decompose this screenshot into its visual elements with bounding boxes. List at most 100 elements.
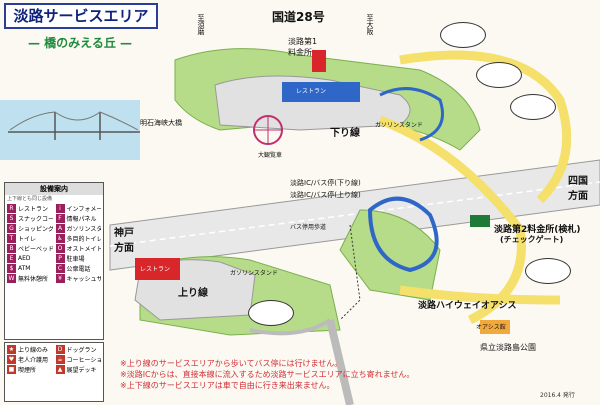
legend-item: Aガソリンスタンド: [55, 224, 102, 233]
legend-item-icon: ■: [7, 365, 16, 374]
legend-item-label: 公衆電話: [66, 266, 91, 273]
legend-item-icon: P: [55, 254, 65, 263]
note-2: ※淡路ICからは、直接本線に流入するため淡路サービスエリアに立ち寄れません。: [120, 370, 415, 379]
legend-item-icon: E: [7, 254, 16, 263]
legend-item-label: キャッシュサービス: [66, 276, 102, 283]
issue-date: 2016.4 発行: [540, 392, 575, 399]
park-label: 県立淡路島公園: [480, 343, 536, 352]
legend-item-label: レストラン: [18, 206, 49, 213]
legend-item: ¥キャッシュサービス: [55, 274, 102, 283]
tollgate-2-label: 淡路第2料金所(検札): [494, 225, 581, 235]
legend-item-icon: B: [7, 244, 16, 253]
legend-note: 上下線とも同じ設備: [7, 196, 53, 202]
legend-item-icon: R: [7, 204, 16, 213]
legend-item-label: 喫煙所: [18, 367, 37, 374]
legend-item-label: 駐車場: [66, 256, 85, 263]
oasis-hall-icon: [480, 320, 510, 334]
route28-label: 国道28号: [272, 10, 325, 24]
legend-header: 設備案内: [5, 183, 103, 195]
legend-item-icon: F: [55, 214, 65, 223]
bridge-label: 明石海峡大橋: [140, 119, 182, 127]
restaurant-down-icon: [282, 82, 360, 102]
facility-legend: 設備案内 上下線とも同じ設備 RレストランiインフォメーションSスナックコーナー…: [4, 182, 104, 340]
highway-oasis-label: 淡路ハイウェイオアシス: [418, 301, 517, 311]
legend-item-label: 多目的トイレ: [66, 236, 102, 243]
busstop-up-label: 淡路IC/バス停(上り線): [290, 191, 361, 199]
legend-item-label: 上り線のみ: [18, 347, 49, 354]
legend-item: ■喫煙所: [7, 365, 53, 374]
legend-item-icon: ☕: [55, 355, 65, 364]
exit-sign-1: [440, 22, 486, 48]
gas-down-label: ガソリンスタンド: [375, 122, 423, 129]
legend-item-label: コーヒーショップ: [66, 357, 102, 364]
legend-item-icon: ▲: [55, 365, 65, 374]
legend-item-label: AED: [18, 255, 31, 262]
legend-item-icon: T: [7, 234, 16, 243]
legend-item: ♿多目的トイレ: [55, 234, 102, 243]
legend-item-label: ガソリンスタンド: [66, 226, 102, 233]
legend-item-icon: C: [55, 264, 65, 273]
legend-item: ▲展望デッキ: [55, 365, 102, 374]
legend-item-label: スナックコーナー: [18, 216, 53, 223]
tollgate-1-label: 淡路第1 料金所: [288, 37, 318, 57]
ferris-label: 大観覧車: [258, 152, 283, 159]
restaurant-up-icon: [135, 258, 180, 280]
legend-item: $ATM: [7, 264, 53, 273]
legend-item-label: 展望デッキ: [66, 367, 97, 374]
gas-up-label: ガソリンスタンド: [230, 270, 278, 277]
to-suma-label: 至須磨: [197, 14, 205, 35]
legend-item-icon: i: [55, 204, 65, 213]
legend-item-icon: $: [7, 264, 16, 273]
legend-item-label: 無料休憩所: [18, 276, 49, 283]
legend-item-icon: A: [55, 224, 65, 233]
legend-item: Sスナックコーナー: [7, 214, 53, 223]
notes: ※上り線のサービスエリアから歩いてバス停には行けません。 ※淡路ICからは、直接…: [120, 358, 550, 391]
tollgate-2-icon: [470, 215, 490, 227]
legend-item-icon: ♿: [55, 234, 65, 243]
legend-item-label: トイレ: [18, 236, 37, 243]
ferris-wheel-icon: [253, 115, 283, 145]
legend-item-label: 情報パネル: [66, 216, 97, 223]
oasis-hall-label: オアシス館: [476, 324, 506, 331]
legend-item-label: 老人介護用: [18, 357, 49, 364]
exit-sign-4: [525, 258, 571, 284]
legend-item-icon: O: [55, 244, 65, 253]
note-3: ※上下線のサービスエリアは車で自由に行き来出来ません。: [120, 381, 335, 390]
nobori-label: 上り線: [178, 288, 208, 299]
page-title: 淡路サービスエリア: [4, 3, 158, 29]
exit-sign-5: [248, 300, 294, 326]
legend-item: Gショッピングコーナー: [7, 224, 53, 233]
legend-item-icon: ¥: [55, 274, 65, 283]
exit-sign-2: [476, 62, 522, 88]
exit-sign-3: [510, 94, 556, 120]
page-subtitle: — 橋のみえる丘 —: [28, 36, 132, 50]
legend-item-icon: G: [7, 224, 16, 233]
legend-item: ☕コーヒーショップ: [55, 355, 102, 364]
tollgate-1-icon: [312, 50, 326, 72]
legend-item-label: ドッグラン: [66, 347, 97, 354]
legend-item-icon: ♥: [7, 355, 16, 364]
legend-grid: RレストランiインフォメーションSスナックコーナーF情報パネルGショッピングコー…: [5, 202, 103, 285]
legend-item-label: インフォメーション: [66, 206, 102, 213]
kobe-label: 神戸 方面: [114, 228, 134, 254]
legend-item-label: ショッピングコーナー: [18, 226, 53, 233]
shikoku-label: 四国 方面: [568, 176, 588, 202]
to-osaka-label: 至大阪: [366, 14, 374, 35]
legend-item: ♥老人介護用: [7, 355, 53, 364]
legend-item-label: ATM: [18, 265, 31, 272]
bridge-icon: [0, 100, 140, 160]
legend-item-icon: W: [7, 274, 16, 283]
check-gate-label: (チェックゲート): [500, 235, 564, 244]
busstop-down-label: 淡路IC/バス停(下り線): [290, 179, 361, 187]
legend-item-label: ベビーベッド: [18, 246, 53, 253]
